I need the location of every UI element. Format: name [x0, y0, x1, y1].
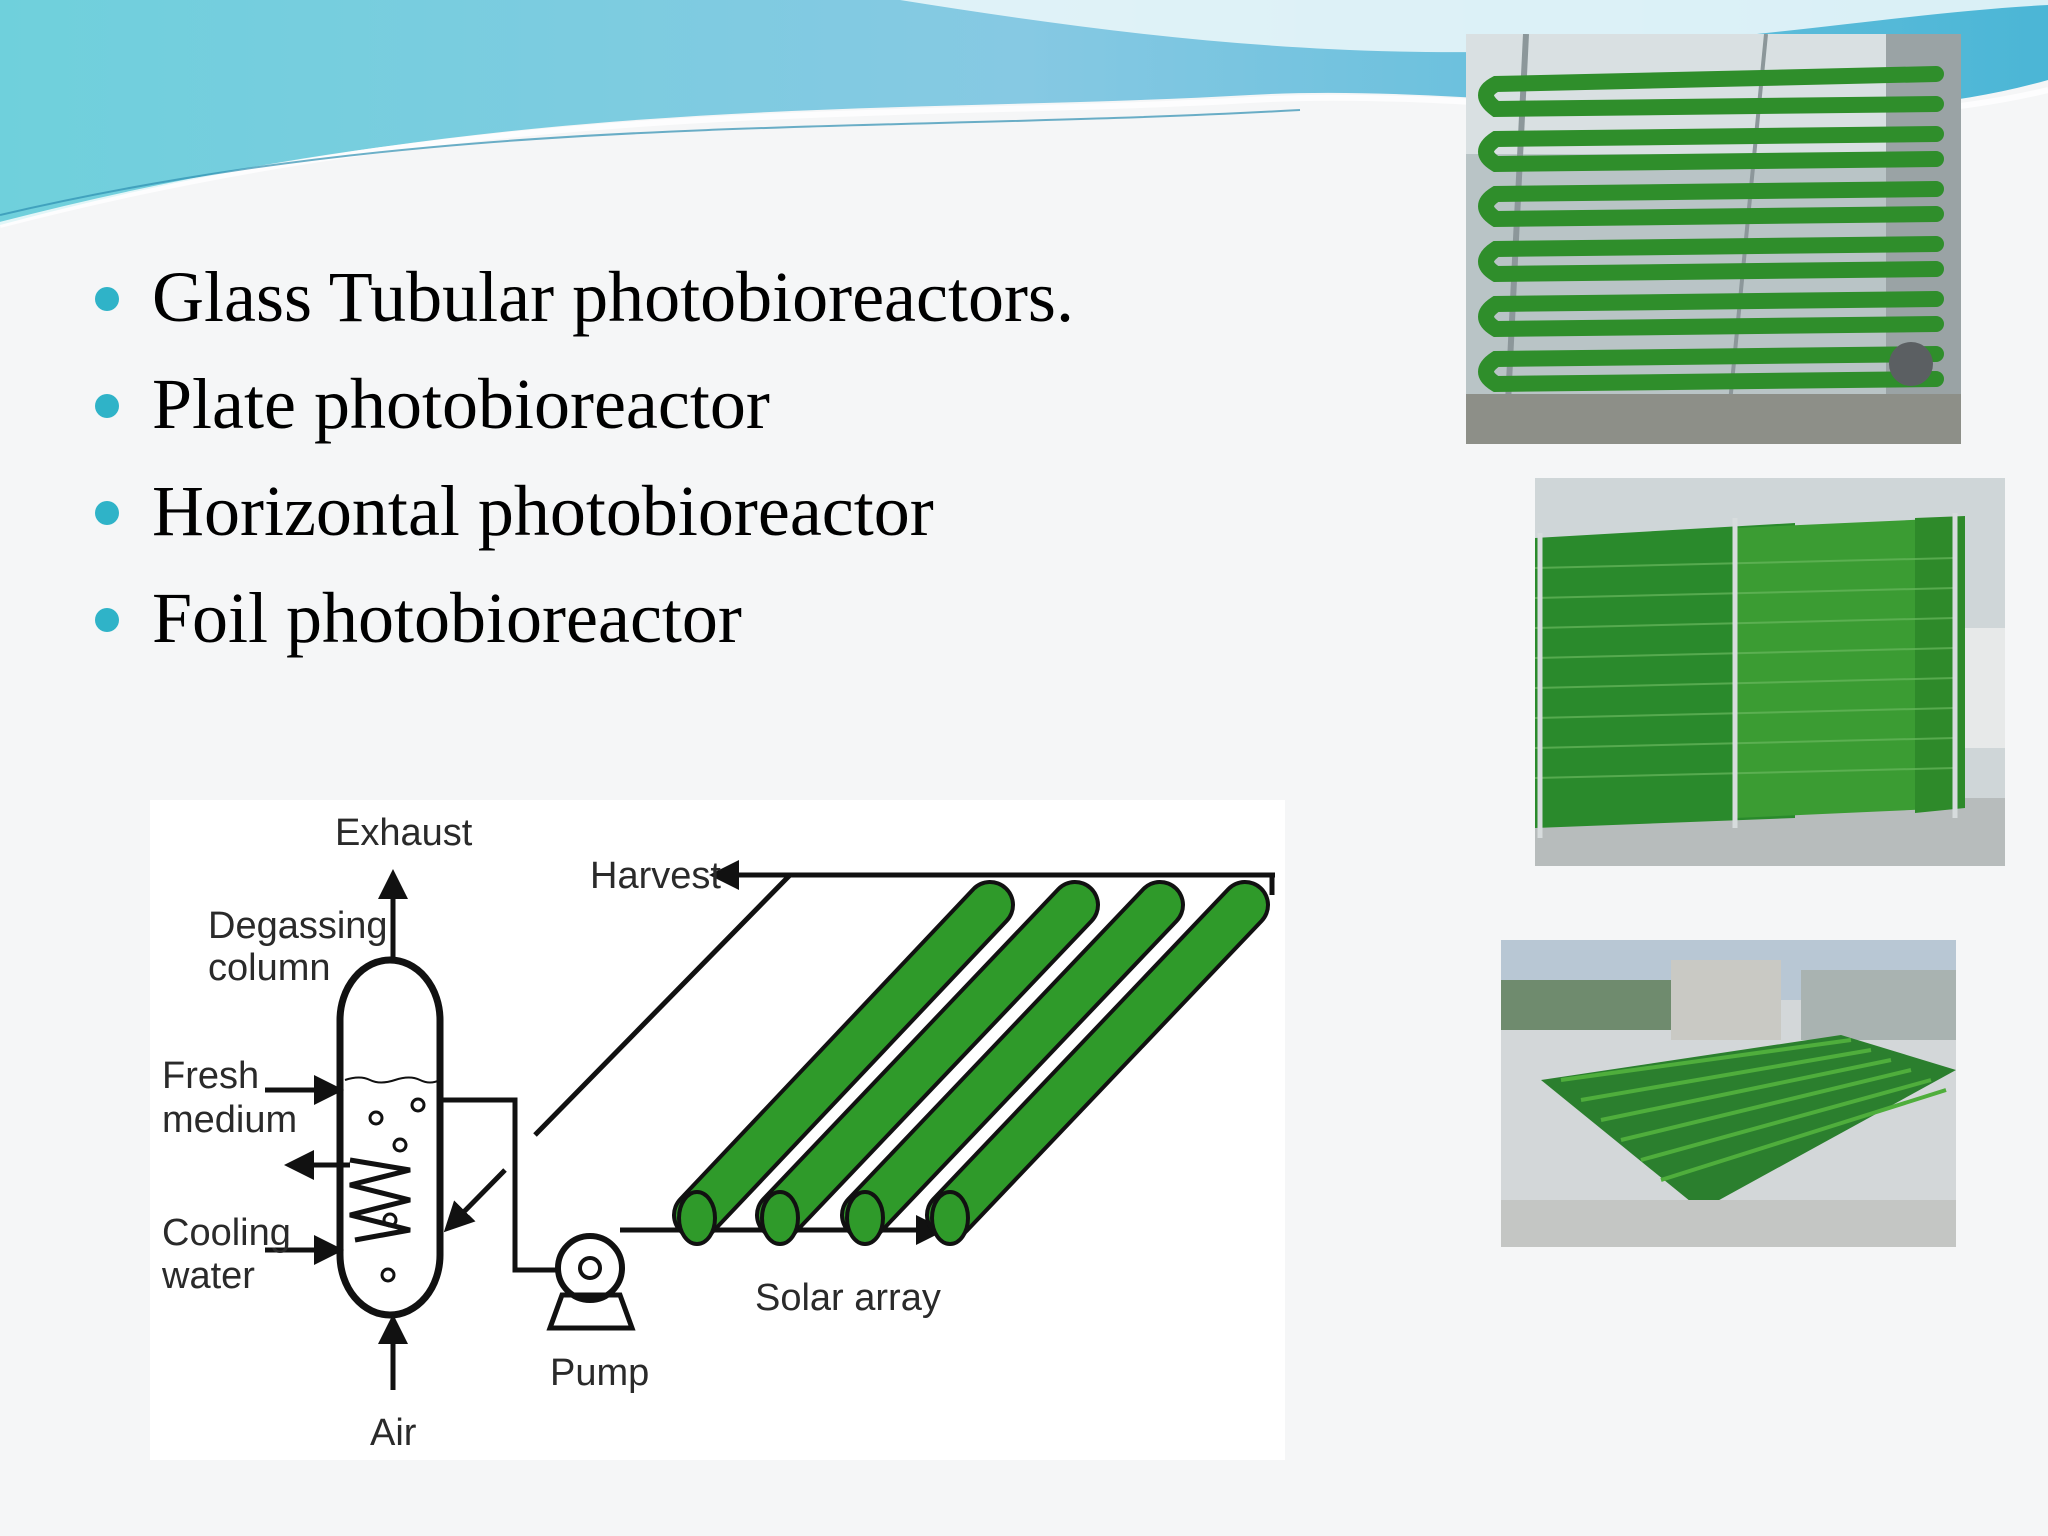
bullet-dot-icon: [95, 394, 119, 418]
label-harvest: Harvest: [590, 855, 721, 897]
pump: [546, 1233, 636, 1331]
label-solar-array: Solar array: [755, 1277, 941, 1319]
bullet-text: Foil photobioreactor: [152, 578, 742, 658]
bullet-text: Horizontal photobioreactor: [152, 471, 934, 551]
label-cooling-2: water: [161, 1255, 255, 1297]
horizontal-reactor-photo: [1501, 940, 1956, 1247]
bullet-dot-icon: [95, 287, 119, 311]
label-air: Air: [370, 1412, 417, 1454]
label-fresh-1: Fresh: [162, 1055, 259, 1097]
bullet-dot-icon: [95, 501, 119, 525]
plate-reactor-photo: [1535, 478, 2005, 866]
bullet-item: Glass Tubular photobioreactors.: [95, 248, 1074, 355]
tubular-reactor-photo: [1466, 34, 1961, 444]
label-fresh-2: medium: [162, 1099, 297, 1141]
bullet-item: Foil photobioreactor: [95, 569, 1074, 676]
label-degassing-2: column: [208, 947, 331, 989]
bullet-item: Plate photobioreactor: [95, 355, 1074, 462]
bullet-text: Plate photobioreactor: [152, 364, 770, 444]
label-degassing-1: Degassing: [208, 905, 388, 947]
bullet-item: Horizontal photobioreactor: [95, 462, 1074, 569]
photobioreactor-diagram: Exhaust Harvest Degassing column Fresh m…: [150, 800, 1285, 1460]
bullet-text: Glass Tubular photobioreactors.: [152, 257, 1074, 337]
label-exhaust: Exhaust: [335, 812, 473, 854]
label-cooling-1: Cooling: [162, 1212, 291, 1254]
bullet-dot-icon: [95, 608, 119, 632]
bullet-list: Glass Tubular photobioreactors. Plate ph…: [95, 248, 1074, 676]
label-pump: Pump: [550, 1352, 649, 1394]
solar-array-tubes: [672, 880, 1270, 1246]
